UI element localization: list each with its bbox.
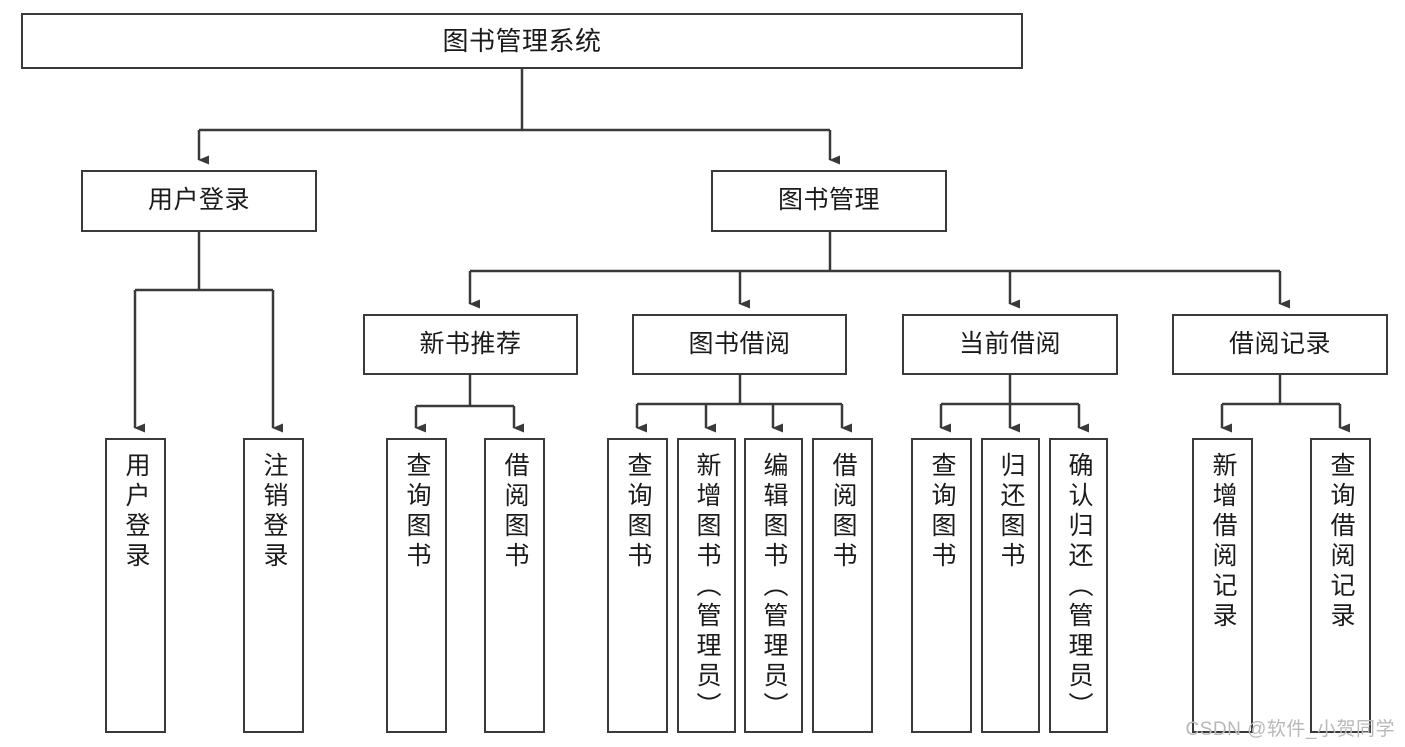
- node-leaf-edit-book-label: 编辑图书（管理员）: [760, 452, 788, 722]
- node-book-borrow[interactable]: 图书借阅: [632, 314, 847, 375]
- node-leaf-query-book-1-label: 查询图书: [403, 452, 431, 572]
- node-leaf-logout-login-label: 注销登录: [260, 452, 288, 572]
- node-borrow-record-label: 借阅记录: [1228, 329, 1331, 358]
- node-user-login[interactable]: 用户登录: [81, 170, 317, 232]
- node-user-login-label: 用户登录: [147, 186, 250, 215]
- node-leaf-return-book-label: 归还图书: [997, 452, 1025, 572]
- node-leaf-add-book[interactable]: 新增图书（管理员）: [677, 438, 736, 733]
- node-leaf-user-login-label: 用户登录: [122, 452, 150, 572]
- node-leaf-add-book-label: 新增图书（管理员）: [693, 452, 721, 722]
- node-leaf-query-book-3-label: 查询图书: [928, 452, 956, 572]
- node-book-manage[interactable]: 图书管理: [711, 170, 947, 232]
- node-leaf-borrow-book-1-label: 借阅图书: [501, 452, 529, 572]
- node-leaf-query-book-1[interactable]: 查询图书: [386, 438, 447, 733]
- node-current-borrow[interactable]: 当前借阅: [902, 314, 1118, 375]
- node-new-book-recommend[interactable]: 新书推荐: [363, 314, 578, 375]
- node-book-manage-label: 图书管理: [777, 186, 880, 215]
- node-new-book-recommend-label: 新书推荐: [419, 329, 522, 358]
- node-leaf-borrow-book-2-label: 借阅图书: [829, 452, 857, 572]
- node-root[interactable]: 图书管理系统: [21, 13, 1023, 69]
- node-root-label: 图书管理系统: [442, 25, 602, 56]
- node-leaf-confirm-return[interactable]: 确认归还（管理员）: [1049, 438, 1108, 733]
- node-leaf-query-record[interactable]: 查询借阅记录: [1310, 438, 1371, 733]
- node-leaf-add-record[interactable]: 新增借阅记录: [1192, 438, 1253, 733]
- node-borrow-record[interactable]: 借阅记录: [1172, 314, 1388, 375]
- node-leaf-borrow-book-2[interactable]: 借阅图书: [812, 438, 873, 733]
- node-leaf-return-book[interactable]: 归还图书: [981, 438, 1040, 733]
- node-leaf-query-book-2[interactable]: 查询图书: [607, 438, 668, 733]
- node-leaf-edit-book[interactable]: 编辑图书（管理员）: [744, 438, 803, 733]
- node-current-borrow-label: 当前借阅: [958, 329, 1061, 358]
- node-leaf-query-record-label: 查询借阅记录: [1327, 452, 1355, 632]
- node-leaf-query-book-3[interactable]: 查询图书: [911, 438, 972, 733]
- node-leaf-logout-login[interactable]: 注销登录: [243, 438, 304, 733]
- watermark-text: CSDN @软件_小贺同学: [1185, 719, 1395, 740]
- node-leaf-confirm-return-label: 确认归还（管理员）: [1065, 452, 1093, 722]
- node-book-borrow-label: 图书借阅: [688, 329, 791, 358]
- node-leaf-borrow-book-1[interactable]: 借阅图书: [484, 438, 545, 733]
- node-leaf-add-record-label: 新增借阅记录: [1209, 452, 1237, 632]
- node-leaf-query-book-2-label: 查询图书: [624, 452, 652, 572]
- node-leaf-user-login[interactable]: 用户登录: [105, 438, 166, 733]
